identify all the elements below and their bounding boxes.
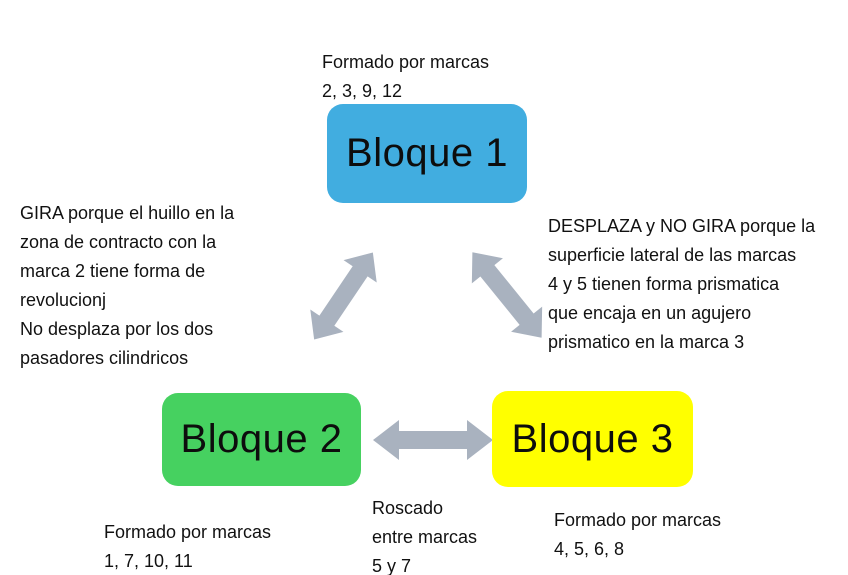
bloque1-formed-by-note: Formado por marcas 2, 3, 9, 12 [322,52,490,101]
bloque1-node: Bloque 1 [327,104,527,203]
bloque3-label: Bloque 3 [511,416,674,461]
bloque3-formed-by-note: Formado por marcas 4, 5, 6, 8 [554,510,722,559]
bloque1-label: Bloque 1 [346,131,508,175]
bloque2-motion-note: GIRA porque el huillo en la zona de cont… [20,203,235,368]
double-arrow-bloque1-bloque2 [310,252,377,340]
double-arrow-bloque1-bloque3 [471,252,543,338]
bloque2-label: Bloque 2 [180,417,343,461]
double-arrow-bloque2-bloque3 [373,420,493,460]
union-bloque2-bloque3-note: Roscado entre marcas 5 y 7 [372,498,478,575]
bloque3-node: Bloque 3 [492,391,693,487]
bloque2-formed-by-note: Formado por marcas 1, 7, 10, 11 [104,522,272,571]
bloque3-motion-note: DESPLAZA y NO GIRA porque la superficie … [548,216,816,352]
bloque2-node: Bloque 2 [162,393,361,486]
